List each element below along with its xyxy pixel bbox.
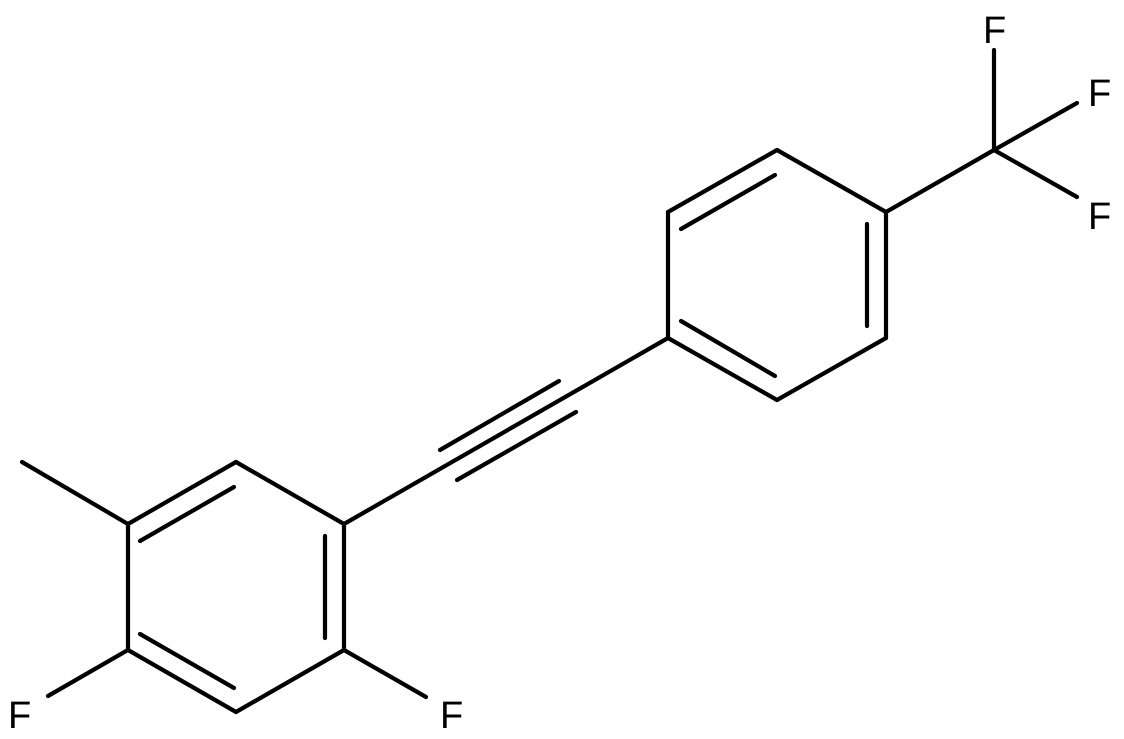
- left-ring-inner-bond: [137, 631, 237, 691]
- cf3-fluorine-bond: [991, 100, 1080, 153]
- fluorine-bond: [45, 647, 131, 699]
- left-ring-bond: [125, 459, 239, 527]
- fluorine-atom-ring-right: F: [440, 695, 463, 737]
- right-ring-bond: [774, 335, 889, 403]
- left-ring-bond: [125, 647, 239, 715]
- methyl-bond: [19, 459, 131, 527]
- left-ring-bond: [233, 459, 347, 527]
- fluorine-atom-ring-left: F: [8, 695, 31, 737]
- right-ring-inner-bond: [678, 172, 778, 232]
- alkyne-bond: [454, 409, 579, 483]
- right-ring-bond: [665, 147, 780, 215]
- fluorine-atom-cf3-lower: F: [1088, 196, 1111, 238]
- right-ring-bond: [665, 335, 780, 403]
- alkyne-bond: [341, 335, 671, 527]
- left-ring-bond: [233, 647, 347, 715]
- left-ring-inner-bond: [137, 484, 237, 544]
- alkyne-bond: [437, 378, 562, 453]
- cf3-bond: [883, 147, 997, 215]
- right-ring-inner-bond: [678, 318, 778, 379]
- fluorine-atom-cf3-top: F: [983, 10, 1006, 52]
- fluorine-bond: [341, 647, 429, 700]
- cf3-fluorine-bond: [991, 147, 1080, 200]
- right-ring-bond: [774, 147, 889, 215]
- fluorine-atom-cf3-middle: F: [1088, 73, 1111, 115]
